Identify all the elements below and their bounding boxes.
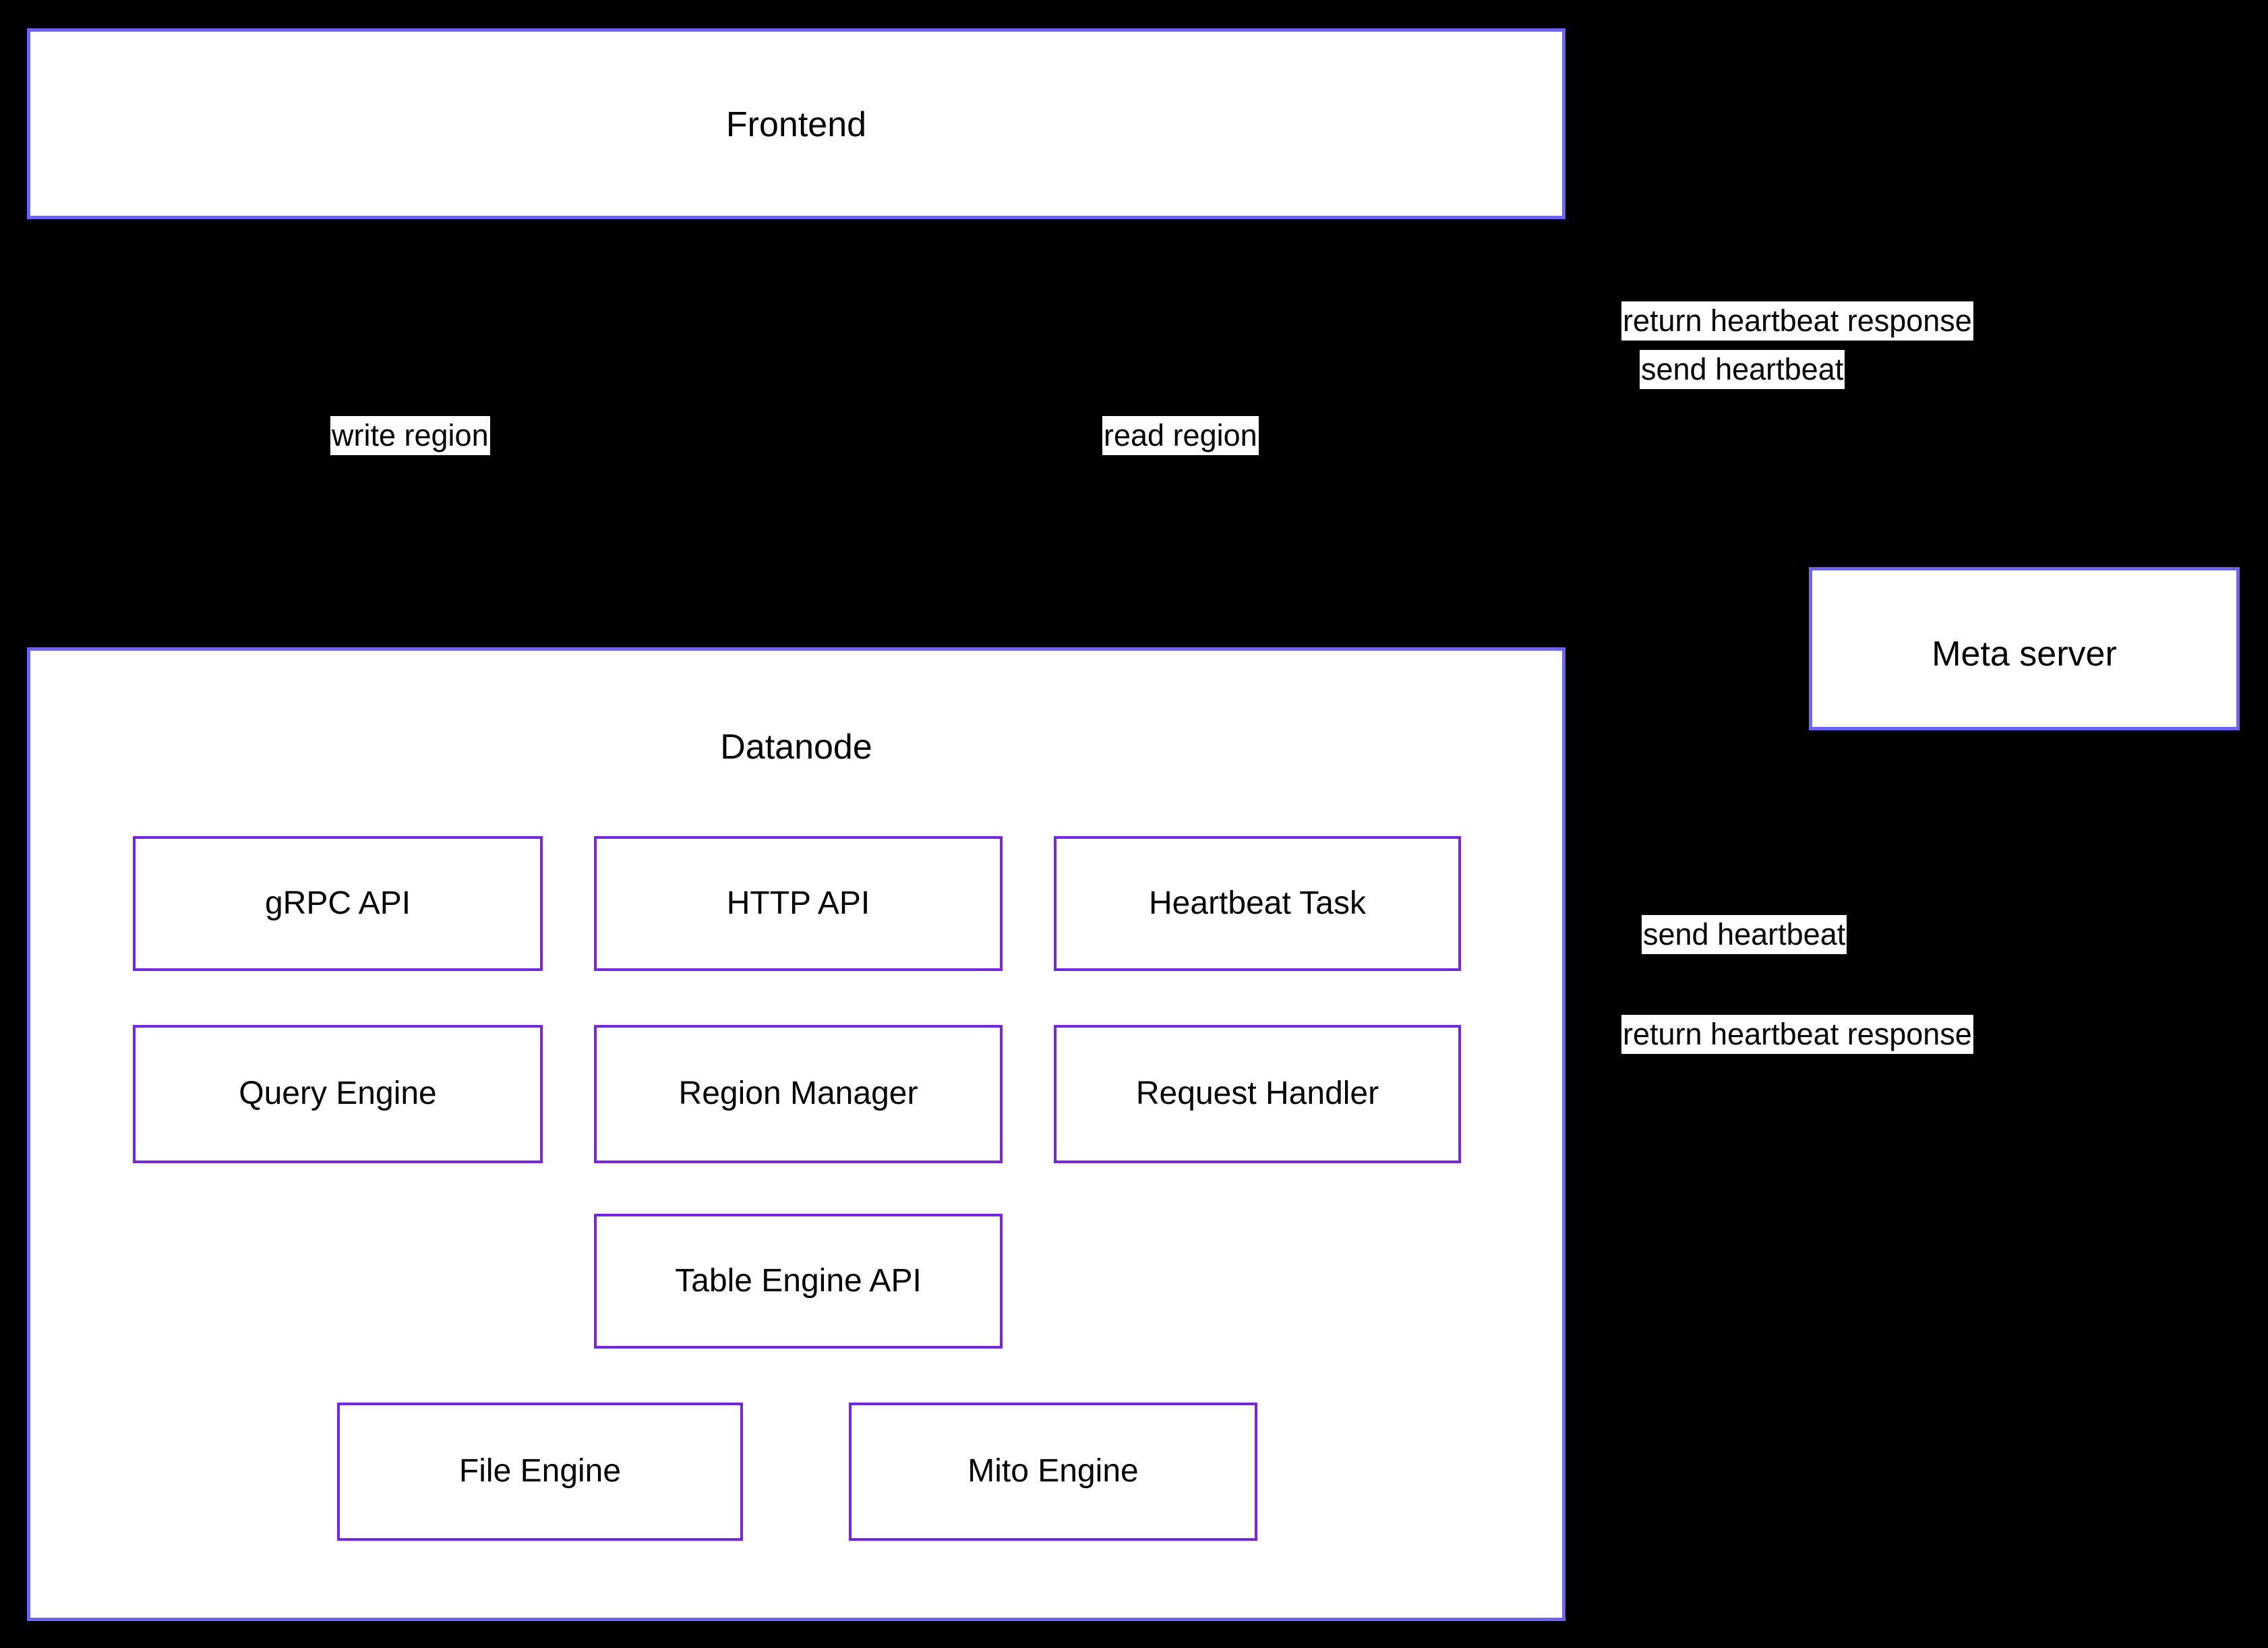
datanode-component-label: gRPC API: [264, 885, 411, 921]
datanode-component-table-engine-api[interactable]: Table Engine API: [594, 1214, 1003, 1349]
edge-label-send-heartbeat-bottom: send heartbeat: [1642, 915, 1847, 954]
datanode-component-request-handler[interactable]: Request Handler: [1054, 1025, 1461, 1163]
datanode-component-region-manager[interactable]: Region Manager: [594, 1025, 1003, 1163]
edge-frontend-to-meta-heartbeat: [1565, 376, 1834, 570]
edge-label-return-heartbeat-response-bottom: return heartbeat response: [1621, 1015, 1973, 1054]
node-frontend-label: Frontend: [725, 105, 867, 144]
datanode-component-label: File Engine: [458, 1453, 622, 1490]
edge-label-read-region: read region: [1102, 416, 1259, 455]
node-datanode-label: Datanode: [720, 728, 872, 767]
datanode-component-label: Region Manager: [678, 1076, 918, 1112]
datanode-component-label: Heartbeat Task: [1149, 885, 1366, 921]
datanode-component-http-api[interactable]: HTTP API: [594, 836, 1003, 971]
edge-label-write-region: write region: [330, 416, 490, 455]
node-frontend[interactable]: Frontend: [27, 28, 1565, 219]
node-meta-server-label: Meta server: [1932, 635, 2117, 674]
edge-label-send-heartbeat-top: send heartbeat: [1640, 350, 1845, 389]
datanode-component-label: HTTP API: [726, 885, 870, 921]
datanode-component-grpc-api[interactable]: gRPC API: [133, 836, 543, 971]
datanode-component-file-engine[interactable]: File Engine: [337, 1403, 743, 1541]
datanode-component-label: Mito Engine: [967, 1453, 1139, 1490]
datanode-component-label: Query Engine: [239, 1076, 437, 1112]
datanode-component-query-engine[interactable]: Query Engine: [133, 1025, 543, 1163]
datanode-component-heartbeat-task[interactable]: Heartbeat Task: [1054, 836, 1461, 971]
edge-datanode-to-meta-heartbeat: [1565, 728, 1874, 935]
datanode-component-label: Table Engine API: [675, 1262, 922, 1299]
datanode-component-label: Request Handler: [1135, 1076, 1379, 1112]
edge-label-return-heartbeat-response-top: return heartbeat response: [1621, 301, 1973, 341]
datanode-component-mito-engine[interactable]: Mito Engine: [849, 1403, 1257, 1541]
node-meta-server[interactable]: Meta server: [1809, 567, 2240, 730]
